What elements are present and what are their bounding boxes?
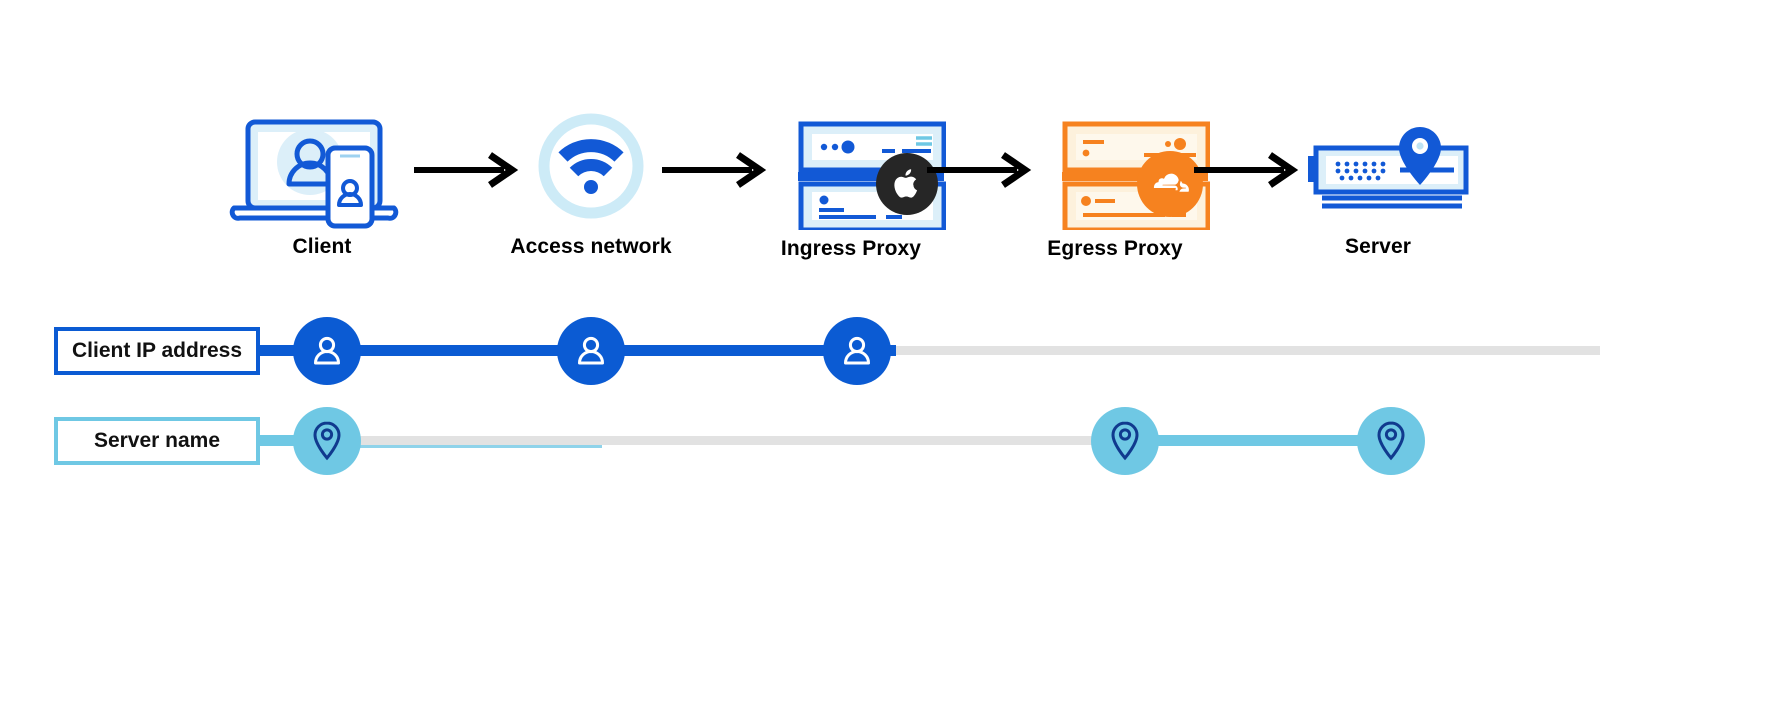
track2-active-segment-right [1120,435,1400,446]
flow-node-label-ingress-proxy: Ingress Proxy [780,237,922,260]
apple-logo-icon [894,169,918,198]
arrow-egress-proxy-to-server [1192,150,1302,190]
track2-marker-2 [1091,407,1159,475]
client-icon-art [202,105,442,235]
user-avatar-icon [844,336,870,365]
laptop-phone-user-icon [229,119,399,229]
track2-label-chip: Server name [54,417,260,465]
cloudflare-logo-icon [1153,173,1189,192]
map-pin-icon [313,421,341,461]
track1-marker-2 [557,317,625,385]
arrow-client-to-access-network [412,150,522,190]
arrow-right-icon [414,152,519,188]
flow-node-egress-proxy: Egress Proxy [995,105,1235,261]
user-avatar-icon [578,336,604,365]
server-unit-icon [1308,145,1469,209]
flow-node-label-client: Client [292,235,352,258]
cloudflare-badge [1137,151,1203,217]
flow-node-access-network: Access network [471,105,711,259]
flow-node-label-egress-proxy: Egress Proxy [1047,237,1183,260]
server-icon-art [1258,105,1498,235]
arrow-right-icon [662,152,767,188]
map-pin-icon [1399,127,1441,185]
track2-active-segment-left [256,435,326,446]
arrow-right-icon [927,152,1032,188]
arrow-ingress-proxy-to-egress-proxy [925,150,1035,190]
map-pin-icon [1111,421,1139,461]
track2-marker-3 [1357,407,1425,475]
track1-label-text: Client IP address [71,339,242,362]
wifi-icon [538,113,644,219]
track2-inactive-segment [352,436,1112,445]
server-location-badge [1396,125,1444,187]
flow-node-client: Client [202,105,442,259]
access-network-icon-art [471,105,711,235]
egress-proxy-icon-art [995,105,1235,235]
ingress-proxy-icon-art [731,105,971,235]
flow-node-server: Server [1258,105,1498,259]
flow-node-ingress-proxy: Ingress Proxy [731,105,971,261]
user-avatar-icon [314,336,340,365]
track2-label-text: Server name [93,429,221,452]
apple-badge [876,153,938,215]
track1-marker-3 [823,317,891,385]
arrow-right-icon [1194,152,1299,188]
map-pin-icon [1377,421,1405,461]
track-client-ip-address: Client IP address [0,317,1792,430]
track1-label-chip: Client IP address [54,327,260,375]
flow-node-label-access-network: Access network [510,235,672,258]
track1-marker-1 [293,317,361,385]
track-server-name: Server name [0,407,1792,520]
flow-node-label-server: Server [1345,235,1411,258]
track2-marker-1 [293,407,361,475]
arrow-access-network-to-ingress-proxy [660,150,770,190]
track1-inactive-segment [880,346,1600,355]
track2-hint-segment [352,445,602,448]
